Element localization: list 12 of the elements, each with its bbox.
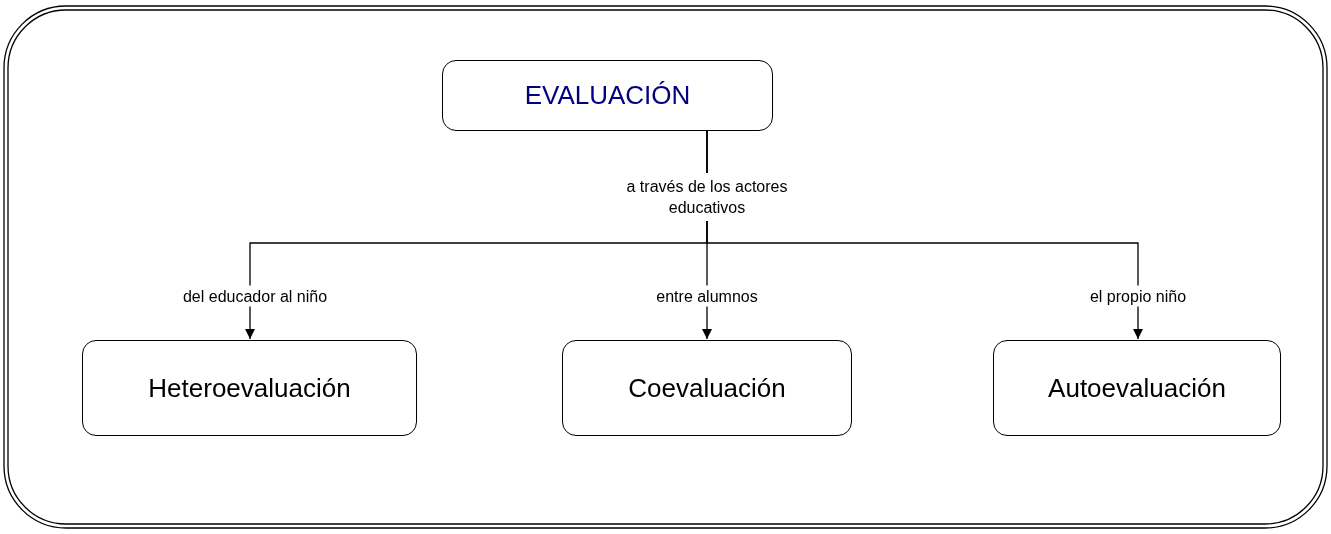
edge-label: entre alumnos <box>656 285 758 307</box>
edge-label: del educador al niño <box>182 285 328 307</box>
node-label: Autoevaluación <box>1048 372 1226 404</box>
process-box <box>562 340 852 436</box>
node-label: EVALUACIÓN <box>524 80 691 111</box>
connector-arrow <box>706 130 1143 340</box>
process-box <box>82 340 417 436</box>
node-label: Coevaluación <box>628 372 786 404</box>
edge-label: el propio niño <box>1089 285 1187 307</box>
concept-box <box>442 60 773 131</box>
process-box <box>993 340 1281 436</box>
node-label: Heteroevaluación <box>148 372 351 404</box>
